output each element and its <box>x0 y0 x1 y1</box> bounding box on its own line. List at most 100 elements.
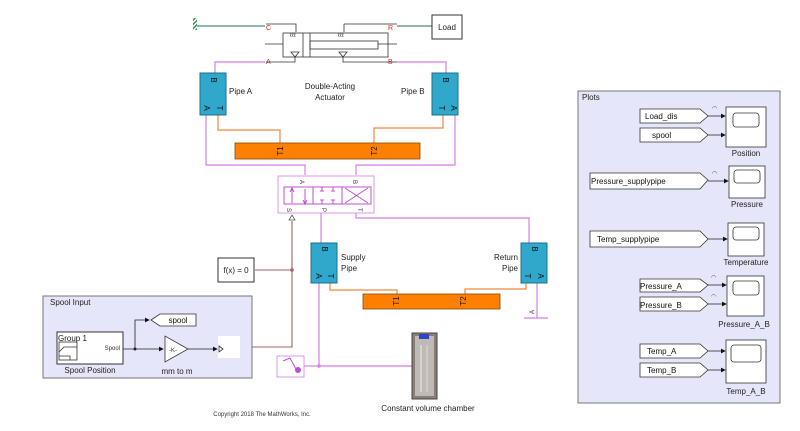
pipe-b-block[interactable]: B T A <box>431 72 459 116</box>
junction-dot <box>133 347 137 351</box>
pipe-b-port-b: B <box>441 77 450 82</box>
scope-label: Pressure <box>731 200 764 209</box>
ground-hatch-icon <box>193 18 197 30</box>
load-block[interactable]: Load <box>431 14 463 40</box>
from-tag-spool[interactable]: spool <box>639 127 709 143</box>
thermal-block-bottom[interactable]: T1 T2 <box>362 293 501 310</box>
port-triangle-icon <box>338 51 348 58</box>
bottle-icon <box>415 336 434 396</box>
plots-title: Plots <box>582 93 600 102</box>
signal-logging-icon: ◠ <box>712 171 717 177</box>
spool-input-signal-wires <box>123 317 218 352</box>
from-tag-label: Pressure_supplypipe <box>591 177 666 186</box>
from-tag-label: Temp_A <box>647 347 677 356</box>
scope-label: Pressure_A_B <box>718 320 770 329</box>
outport-triangle-icon <box>218 345 224 353</box>
signal-builder-block[interactable]: Group 1 Spool <box>56 331 124 365</box>
return-pipe-block[interactable]: B T A <box>520 242 548 284</box>
scope-screen-icon <box>733 169 761 184</box>
signal-builder-label: Spool Position <box>64 366 115 375</box>
chamber-label: Constant volume chamber <box>381 404 475 413</box>
port-triangle-icon <box>290 51 300 58</box>
supply-pipe-block[interactable]: B A T <box>310 242 338 284</box>
scope-label: Temp_A_B <box>726 387 765 396</box>
scope-screen-icon <box>732 226 760 241</box>
pipe-a-port-b: B <box>209 77 218 82</box>
junction-dot <box>290 268 294 272</box>
pipe-a-port-t: T <box>215 106 224 111</box>
directional-valve-block[interactable]: A B S P T <box>277 175 375 214</box>
scope-label: Position <box>732 149 760 158</box>
from-tag-label: Pressure_A <box>640 282 682 291</box>
gain-value: -K- <box>169 348 177 354</box>
return-pipe-port-a: A <box>536 273 545 279</box>
from-tag-pressure-supplypipe[interactable]: Pressure_supplypipe <box>589 172 709 190</box>
from-tag-temp-a[interactable]: Temp_A <box>639 343 709 359</box>
scope-position[interactable] <box>725 106 767 148</box>
constant-volume-chamber-block[interactable] <box>411 332 438 400</box>
ps-port-triangle-icon <box>288 214 296 221</box>
scope-pressure[interactable] <box>728 165 766 199</box>
solver-label: f(x) = 0 <box>223 266 249 275</box>
thermal-coil-icon-a: ℓℓℓ <box>290 32 296 39</box>
hydraulic-wires <box>205 61 548 367</box>
thermal-block-top[interactable]: T1 T2 <box>234 142 421 160</box>
signal-builder-icon <box>58 341 78 361</box>
reservoir-port-a: A <box>530 310 536 314</box>
reference-dot-icon <box>295 367 301 373</box>
thermal-bottom-port-t1: T1 <box>392 296 401 306</box>
gain-label: mm to m <box>161 367 192 376</box>
from-tag-label: Load_dis <box>645 112 677 121</box>
signal-converter-block[interactable] <box>218 336 240 358</box>
thermal-top-port-t2: T2 <box>370 146 379 156</box>
scope-temperature[interactable] <box>727 222 765 257</box>
pipe-b-label: Pipe B <box>401 87 425 96</box>
bottle-cap-icon <box>419 334 429 339</box>
supply-pipe-label-1: Supply <box>341 253 365 262</box>
thermal-coil-icon-b: ℓℓℓ <box>338 32 344 39</box>
hydraulic-reference-block[interactable] <box>276 355 305 378</box>
signal-logging-icon: ◠ <box>711 275 716 281</box>
double-acting-actuator-block[interactable]: C R A B ℓℓℓ ℓℓℓ Double-Acting Actuator <box>265 23 397 102</box>
from-tag-temp-b[interactable]: Temp_B <box>639 362 709 378</box>
valve-port-a: A <box>298 180 304 184</box>
scope-pressure-a-b[interactable] <box>726 275 765 317</box>
from-tag-pressure-b[interactable]: Pressure_B <box>639 296 709 312</box>
scope-label: Temperature <box>724 258 769 267</box>
scope-screen-icon <box>732 280 760 296</box>
from-tag-pressure-a[interactable]: Pressure_A <box>639 278 709 293</box>
goto-spool-tag[interactable]: spool <box>150 313 197 327</box>
junction-dot <box>317 364 321 368</box>
load-label: Load <box>438 23 456 32</box>
pipe-a-block[interactable]: B A T <box>199 72 227 116</box>
actuator-port-b: B <box>388 59 393 66</box>
from-tag-label: spool <box>652 131 671 140</box>
actuator-port-c: C <box>266 25 271 32</box>
valve-port-t: T <box>356 208 362 212</box>
from-tag-label: Pressure_B <box>640 301 682 310</box>
signal-builder-group: Group 1 <box>58 334 87 343</box>
spool-input-title: Spool Input <box>50 298 91 307</box>
solver-configuration-block[interactable]: f(x) = 0 <box>217 257 255 283</box>
actuator-port-r: R <box>388 25 393 32</box>
mechanical-reference[interactable] <box>193 18 197 30</box>
scope-temp-a-b[interactable] <box>725 339 767 384</box>
from-tag-label: Temp_supplypipe <box>597 235 660 244</box>
actuator-label-2: Actuator <box>315 93 345 102</box>
return-pipe-port-b: B <box>530 246 539 251</box>
return-pipe-port-t: T <box>523 274 532 279</box>
actuator-port-a: A <box>266 59 271 66</box>
signal-logging-icon: ◠ <box>711 294 716 300</box>
gain-block[interactable]: -K- <box>164 335 189 363</box>
from-tag-label: Temp_B <box>647 366 676 375</box>
signal-builder-port: Spool <box>105 346 120 352</box>
from-tag-temp-supplypipe[interactable]: Temp_supplypipe <box>589 230 709 248</box>
from-tag-load-dis[interactable]: Load_dis <box>639 108 709 124</box>
valve-port-s: S <box>285 208 291 212</box>
thermal-bottom-port-t2: T2 <box>459 296 468 306</box>
return-pipe-label-2: Pipe <box>502 264 519 273</box>
goto-spool-label: spool <box>168 316 187 325</box>
actuator-label-1: Double-Acting <box>305 82 355 91</box>
valve-port-p: P <box>320 208 326 212</box>
